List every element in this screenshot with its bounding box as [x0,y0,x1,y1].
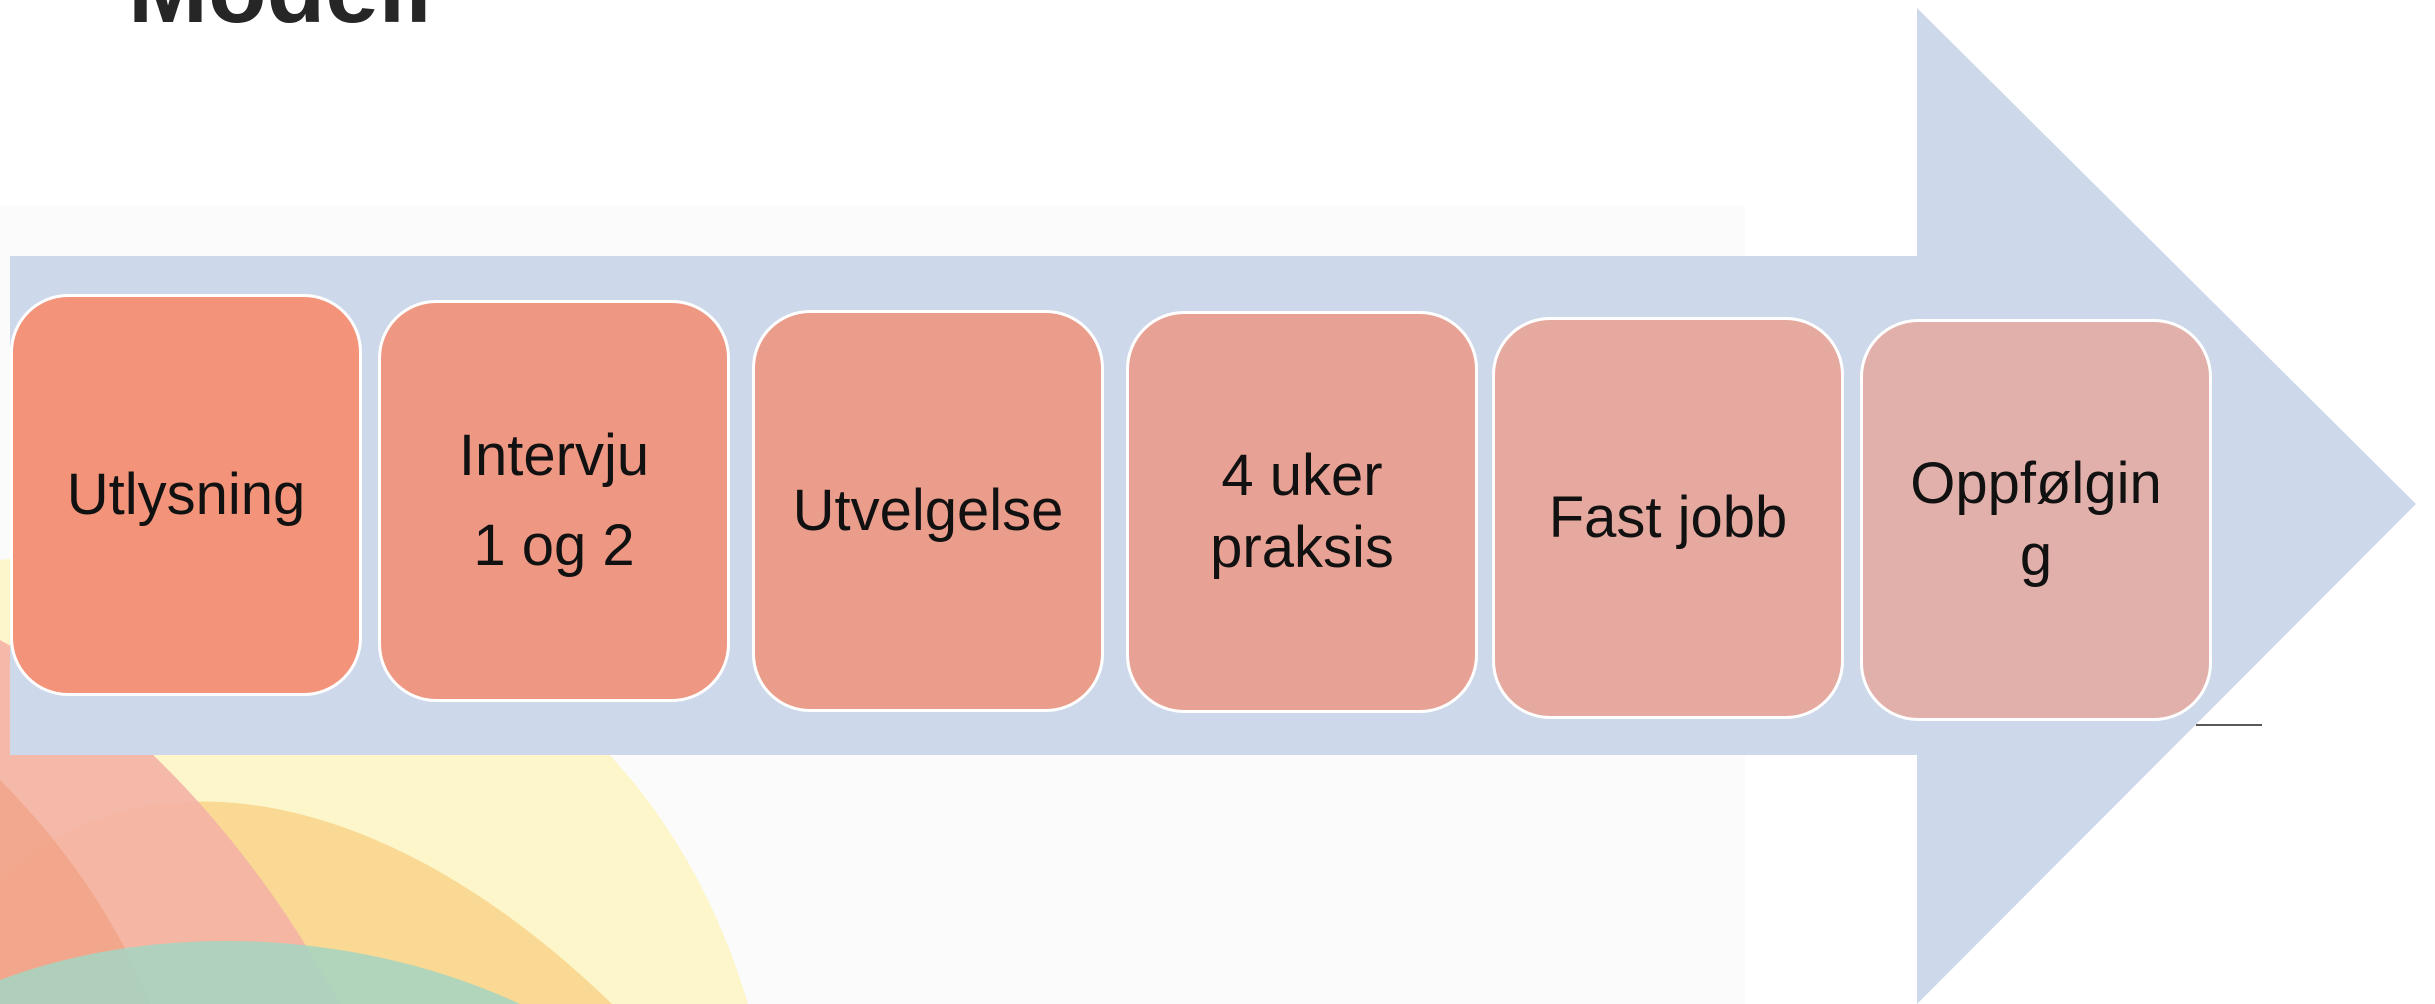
process-step-praksis: 4 uker praksis [1126,311,1478,713]
process-step-utvelgelse: Utvelgelse [752,310,1104,712]
salmon-petal-shape [0,780,150,1004]
process-step-fast-jobb: Fast jobb [1492,317,1844,719]
process-step-label: Oppfølgin g [1910,451,2162,588]
process-step-utlysning: Utlysning [10,294,362,696]
process-step-label: 4 uker praksis [1210,443,1394,580]
green-wave-shape [0,940,520,1004]
process-step-oppfolging: Oppfølgin g [1860,319,2212,721]
process-step-intervju: Intervju 1 og 2 [378,300,730,702]
process-step-label: Utvelgelse [792,478,1064,543]
process-step-label: Intervju 1 og 2 [458,423,650,578]
process-step-label: Fast jobb [1548,485,1788,550]
process-step-label: Utlysning [66,462,306,527]
page-title: Modell [128,0,432,38]
divider-line [2196,724,2262,726]
